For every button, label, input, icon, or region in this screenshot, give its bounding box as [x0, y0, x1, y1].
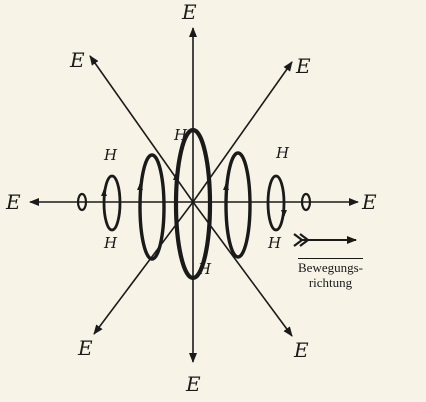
- h-loop-right-1: [268, 176, 284, 230]
- motion-arrow: [294, 234, 356, 246]
- e-label-upper-left: E: [70, 50, 85, 70]
- h-label-center-bottom: H: [198, 262, 211, 277]
- direction-caption: Bewegungs- richtung: [298, 258, 363, 290]
- e-label-right: E: [362, 192, 377, 212]
- caption-rule: [298, 258, 363, 259]
- caption-line-2: richtung: [298, 275, 363, 290]
- e-label-left: E: [6, 192, 21, 212]
- h-loop-left-2: [140, 155, 164, 259]
- h-label-left-top: H: [104, 148, 117, 163]
- h-label-left-bottom: H: [104, 236, 117, 251]
- h-label-center-top: H: [174, 128, 187, 143]
- h-label-right-top: H: [276, 146, 289, 161]
- e-label-lower-left: E: [78, 338, 93, 358]
- e-label-bottom: E: [186, 374, 201, 394]
- h-loop-right-2: [226, 153, 250, 257]
- caption-line-1: Bewegungs-: [298, 260, 363, 275]
- e-label-top: E: [182, 2, 197, 22]
- h-loop-left-1: [104, 176, 120, 230]
- e-label-lower-right: E: [294, 340, 309, 360]
- e-label-upper-right: E: [296, 56, 311, 76]
- h-label-right-bottom: H: [268, 236, 281, 251]
